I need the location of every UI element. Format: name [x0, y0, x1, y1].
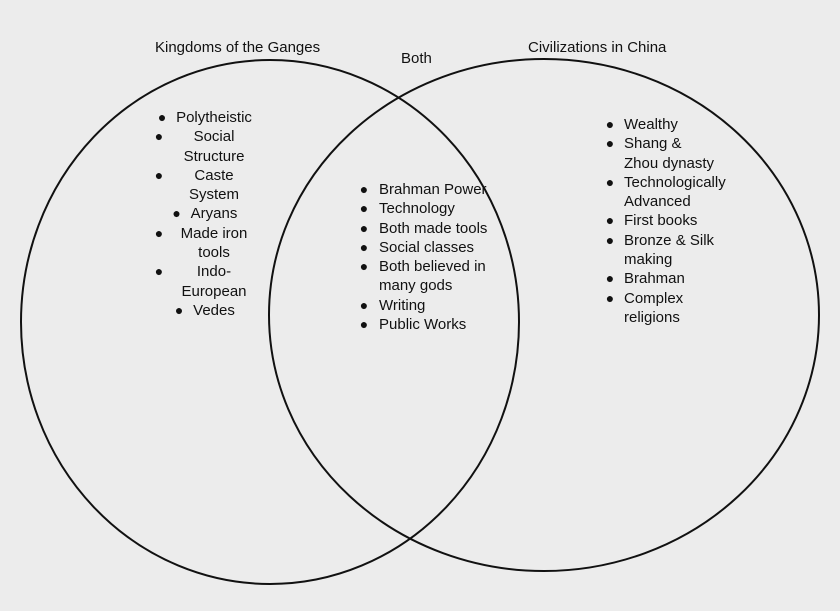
bullet-icon: ●	[605, 231, 615, 248]
list-item: ● Both believed in many gods	[349, 257, 499, 296]
list-item: ● Public Works	[349, 315, 499, 334]
list-item-text: Technologically Advanced	[624, 173, 726, 211]
bullet-icon: ●	[605, 212, 615, 229]
list-item-text: Caste System	[188, 166, 239, 204]
list-item: ● Both made tools	[349, 219, 499, 238]
bullet-icon: ●	[359, 296, 369, 313]
list-item: ● Vedes	[130, 301, 270, 320]
list-item-text: Both made tools	[379, 219, 488, 237]
list-item: ● Brahman	[596, 269, 716, 288]
list-item: ● Polytheistic	[130, 108, 270, 127]
bullet-icon: ●	[359, 200, 369, 217]
list-item-text: Made iron tools	[180, 224, 248, 262]
bullet-icon: ●	[359, 238, 369, 255]
right-circle-title: Civilizations in China	[528, 39, 667, 56]
list-item-text: Vedes	[193, 301, 235, 319]
bullet-icon: ●	[359, 258, 369, 275]
list-item: ● Bronze & Silk making	[596, 231, 716, 270]
list-item-text: Both believed in many gods	[379, 258, 486, 295]
list-item-text: Brahman Power	[379, 181, 487, 198]
left-circle-title: Kingdoms of the Ganges	[155, 39, 321, 56]
bullet-icon: ●	[154, 224, 164, 241]
list-item: ● Writing	[349, 296, 499, 315]
list-item-text: Complex religions	[624, 289, 684, 326]
list-item-text: Technology	[379, 200, 455, 218]
list-item-text: Shang & Zhou dynasty	[624, 135, 715, 172]
list-item: ● Indo-European	[130, 262, 270, 301]
right-items-list: ● Wealthy ● Shang & Zhou dynasty ● Technologi…	[596, 115, 726, 328]
list-item-text: Indo-European	[181, 263, 247, 300]
list-item-text: Brahman	[624, 270, 685, 288]
bullet-icon: ●	[605, 289, 615, 306]
list-item-text: Wealthy	[624, 116, 678, 133]
bullet-icon: ●	[154, 166, 164, 183]
left-circle	[20, 59, 520, 585]
bullet-icon: ●	[174, 301, 184, 318]
bullet-icon: ●	[359, 219, 369, 236]
list-item: ● Aryans	[130, 204, 270, 223]
left-items-list: ● Polytheistic ● Social Structure ● Caste Sys…	[130, 108, 270, 320]
list-item: ● Social classes	[349, 238, 499, 257]
overlap-title: Both	[401, 50, 432, 67]
list-item: ● Complex religions	[596, 289, 716, 328]
list-item-text: Writing	[379, 296, 426, 314]
list-item: ● Technology	[349, 199, 499, 218]
bullet-icon: ●	[172, 205, 181, 222]
bullet-icon: ●	[605, 270, 615, 287]
bullet-icon: ●	[157, 109, 167, 125]
both-items-list: ● Brahman Power ● Technology ● Both made tool…	[349, 180, 499, 334]
list-item-text: Social classes	[379, 238, 475, 256]
bullet-icon: ●	[605, 116, 615, 132]
bullet-icon: ●	[154, 128, 164, 145]
list-item-text: Bronze & Silk making	[624, 231, 715, 269]
list-item-text: Aryans	[190, 205, 238, 223]
list-item: ● Wealthy	[596, 115, 716, 134]
list-item: ● First books	[596, 211, 716, 230]
bullet-icon: ●	[154, 263, 164, 280]
list-item: ● Made iron tools	[130, 224, 270, 263]
bullet-icon: ●	[605, 173, 615, 190]
bullet-icon: ●	[359, 181, 369, 197]
list-item: ● Technologically Advanced	[596, 173, 726, 212]
list-item: ● Shang & Zhou dynasty	[596, 134, 716, 173]
list-item: ● Caste System	[130, 166, 270, 205]
bullet-icon: ●	[605, 135, 615, 152]
list-item-text: Social Structure	[183, 128, 245, 165]
list-item: ● Social Structure	[130, 127, 270, 166]
list-item-text: First books	[624, 212, 698, 230]
list-item-text: Polytheistic	[176, 109, 252, 126]
list-item-text: Public Works	[379, 316, 467, 334]
bullet-icon: ●	[359, 316, 369, 333]
list-item: ● Brahman Power	[349, 180, 499, 199]
right-circle	[268, 58, 820, 572]
